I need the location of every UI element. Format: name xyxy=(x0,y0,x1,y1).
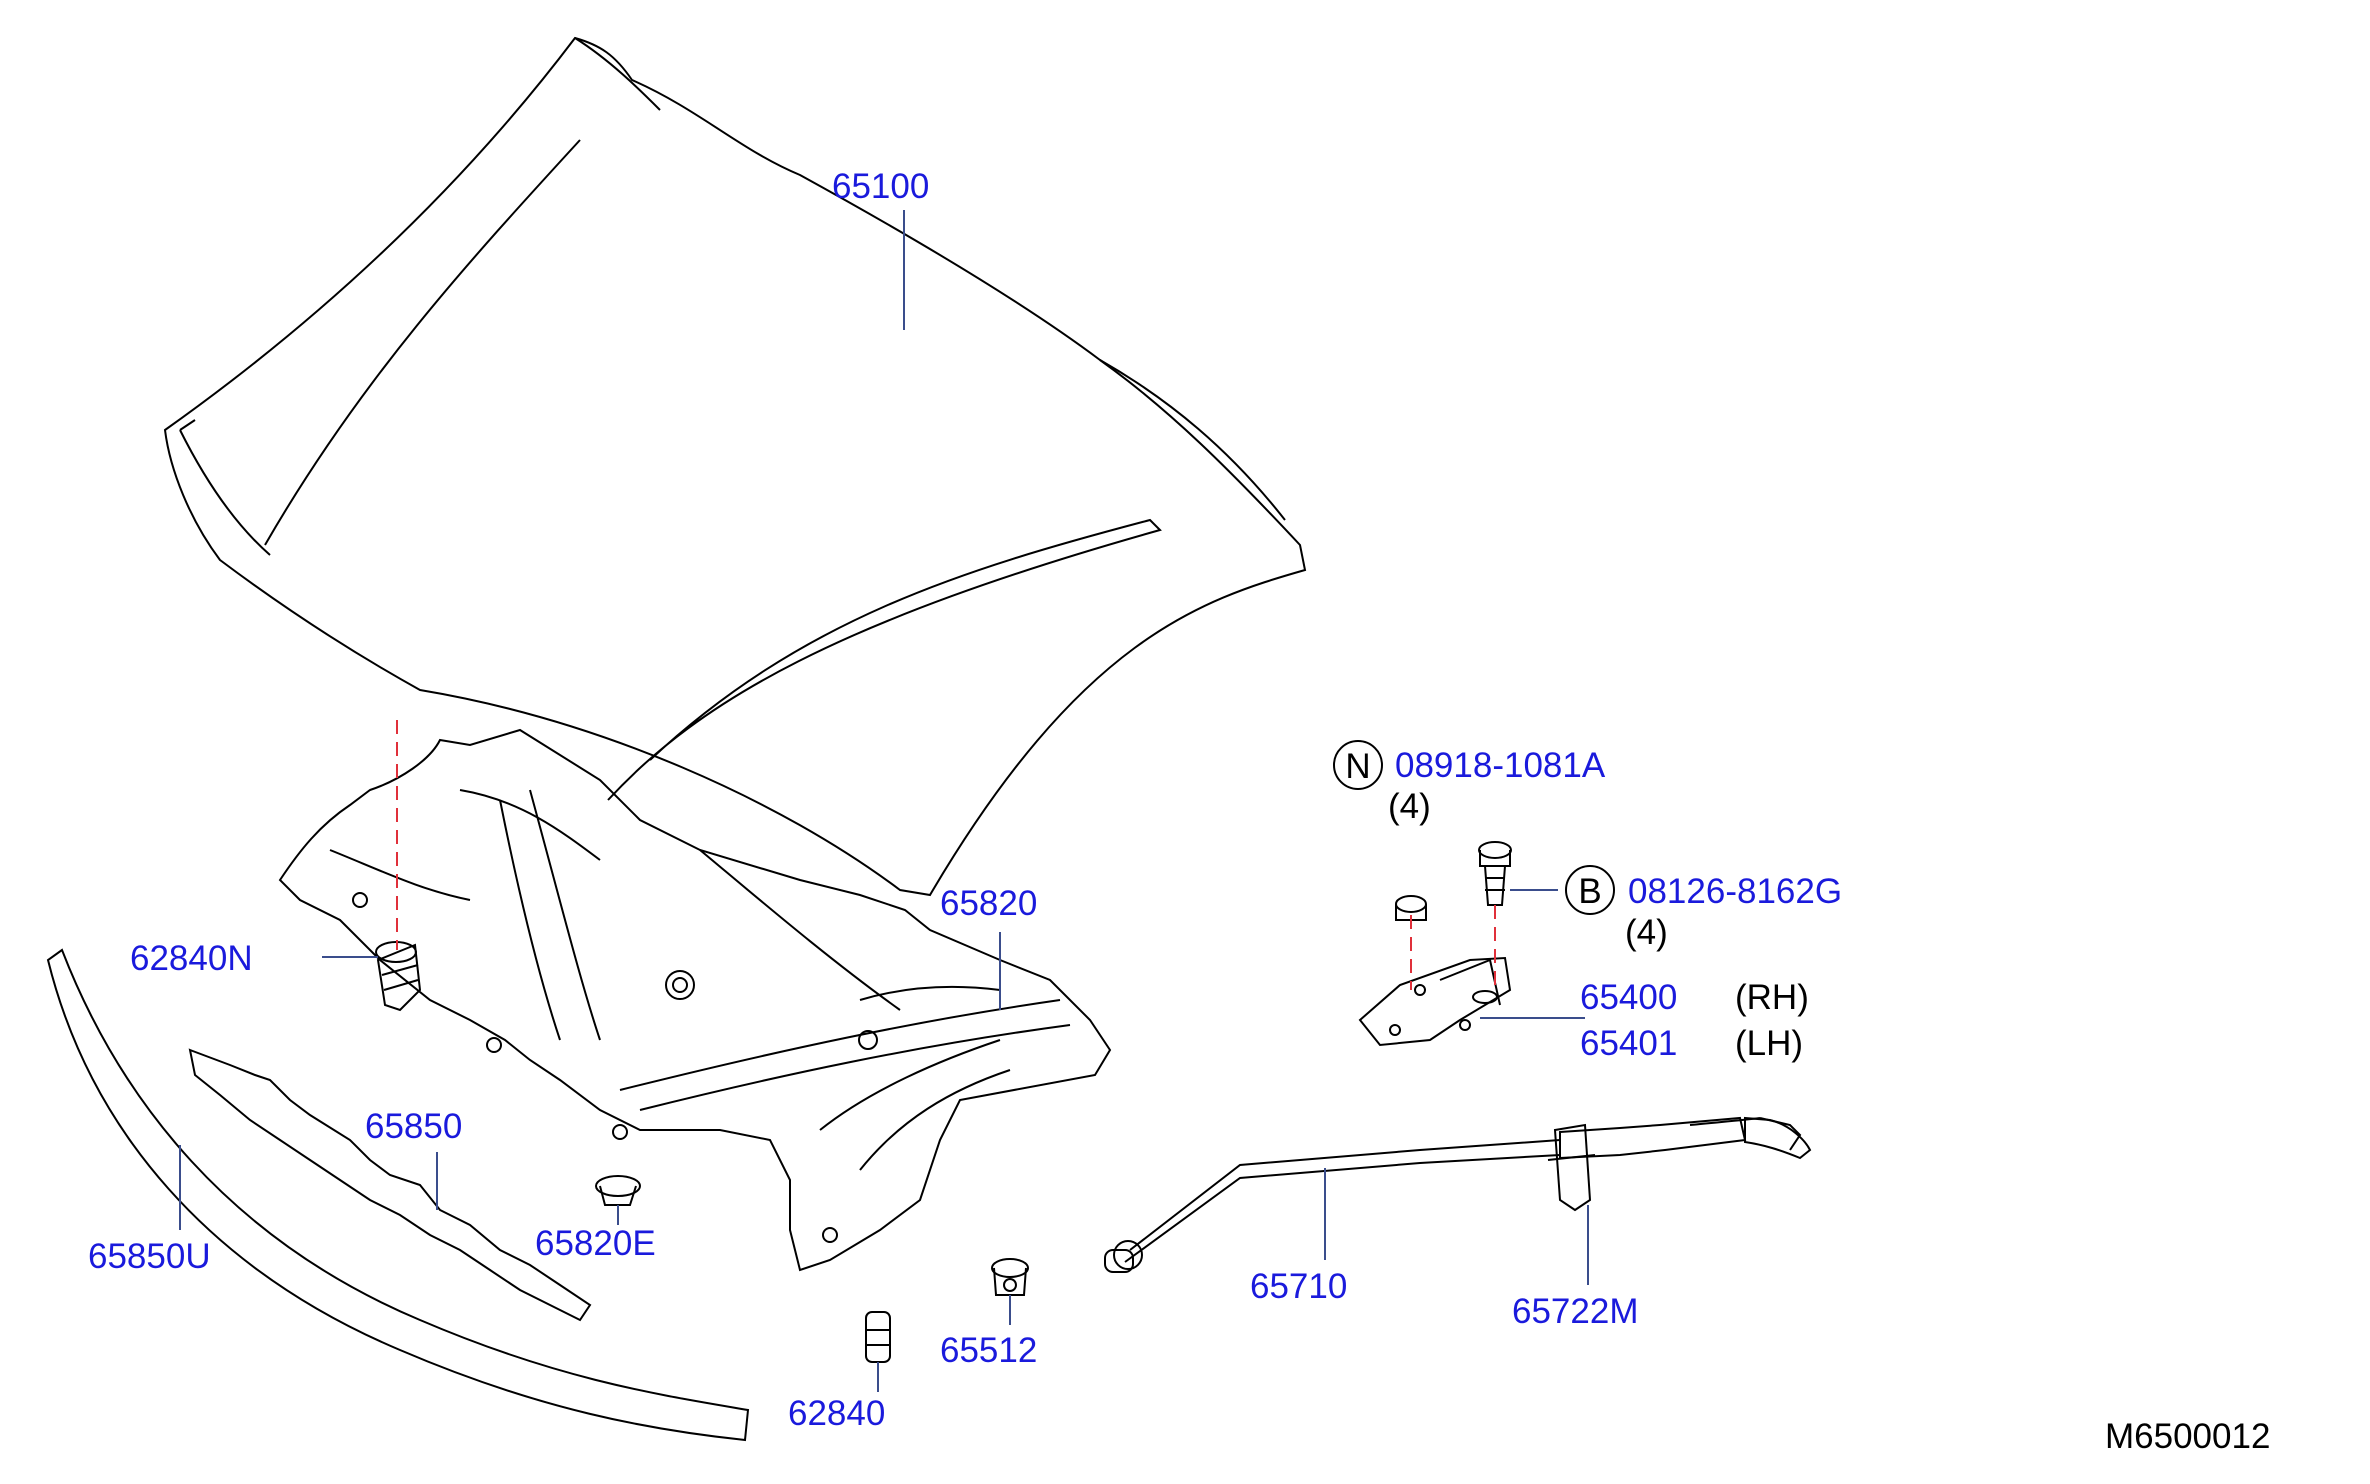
label-65401: 65401 xyxy=(1580,1024,1677,1063)
hood-insulator xyxy=(278,728,1112,1272)
clip-65820e xyxy=(595,1175,641,1206)
label-bolt-code: 08126-8162G xyxy=(1628,872,1842,911)
hood-support-rod xyxy=(1104,1116,1761,1273)
bumper-62840 xyxy=(865,1311,891,1363)
rod-holder-65722m xyxy=(1547,1123,1596,1212)
nut-symbol-circle xyxy=(1333,740,1383,790)
grommet-65512 xyxy=(991,1258,1029,1296)
label-65850: 65850 xyxy=(365,1107,462,1146)
label-62840: 62840 xyxy=(788,1394,885,1433)
label-62840n: 62840N xyxy=(130,939,253,978)
label-65820e: 65820E xyxy=(535,1224,656,1263)
hood-panel xyxy=(163,36,1307,897)
label-65400: 65400 xyxy=(1580,978,1677,1017)
seal-65850 xyxy=(188,1048,592,1322)
bumper-62840n xyxy=(375,941,422,1012)
hood-hinge xyxy=(1358,956,1512,1047)
label-65512: 65512 xyxy=(940,1331,1037,1370)
rod-grip xyxy=(1744,1116,1812,1160)
label-65850u: 65850U xyxy=(88,1237,211,1276)
label-65710: 65710 xyxy=(1250,1267,1347,1306)
hinge-bolt xyxy=(1478,841,1512,906)
label-65722m: 65722M xyxy=(1512,1292,1638,1331)
diagram-code: M6500012 xyxy=(2105,1417,2270,1456)
label-nut-code: 08918-1081A xyxy=(1395,746,1606,785)
label-qty-nut: (4) xyxy=(1388,787,1431,826)
nut-symbol: N xyxy=(1345,747,1370,786)
label-65100: 65100 xyxy=(832,167,929,206)
label-qty-bolt: (4) xyxy=(1625,913,1668,952)
label-rh: (RH) xyxy=(1735,978,1809,1017)
label-lh: (LH) xyxy=(1735,1024,1803,1063)
label-65820: 65820 xyxy=(940,884,1037,923)
bolt-symbol: B xyxy=(1578,872,1601,911)
bolt-symbol-circle xyxy=(1565,865,1615,915)
weatherstrip-65850u xyxy=(46,948,750,1442)
